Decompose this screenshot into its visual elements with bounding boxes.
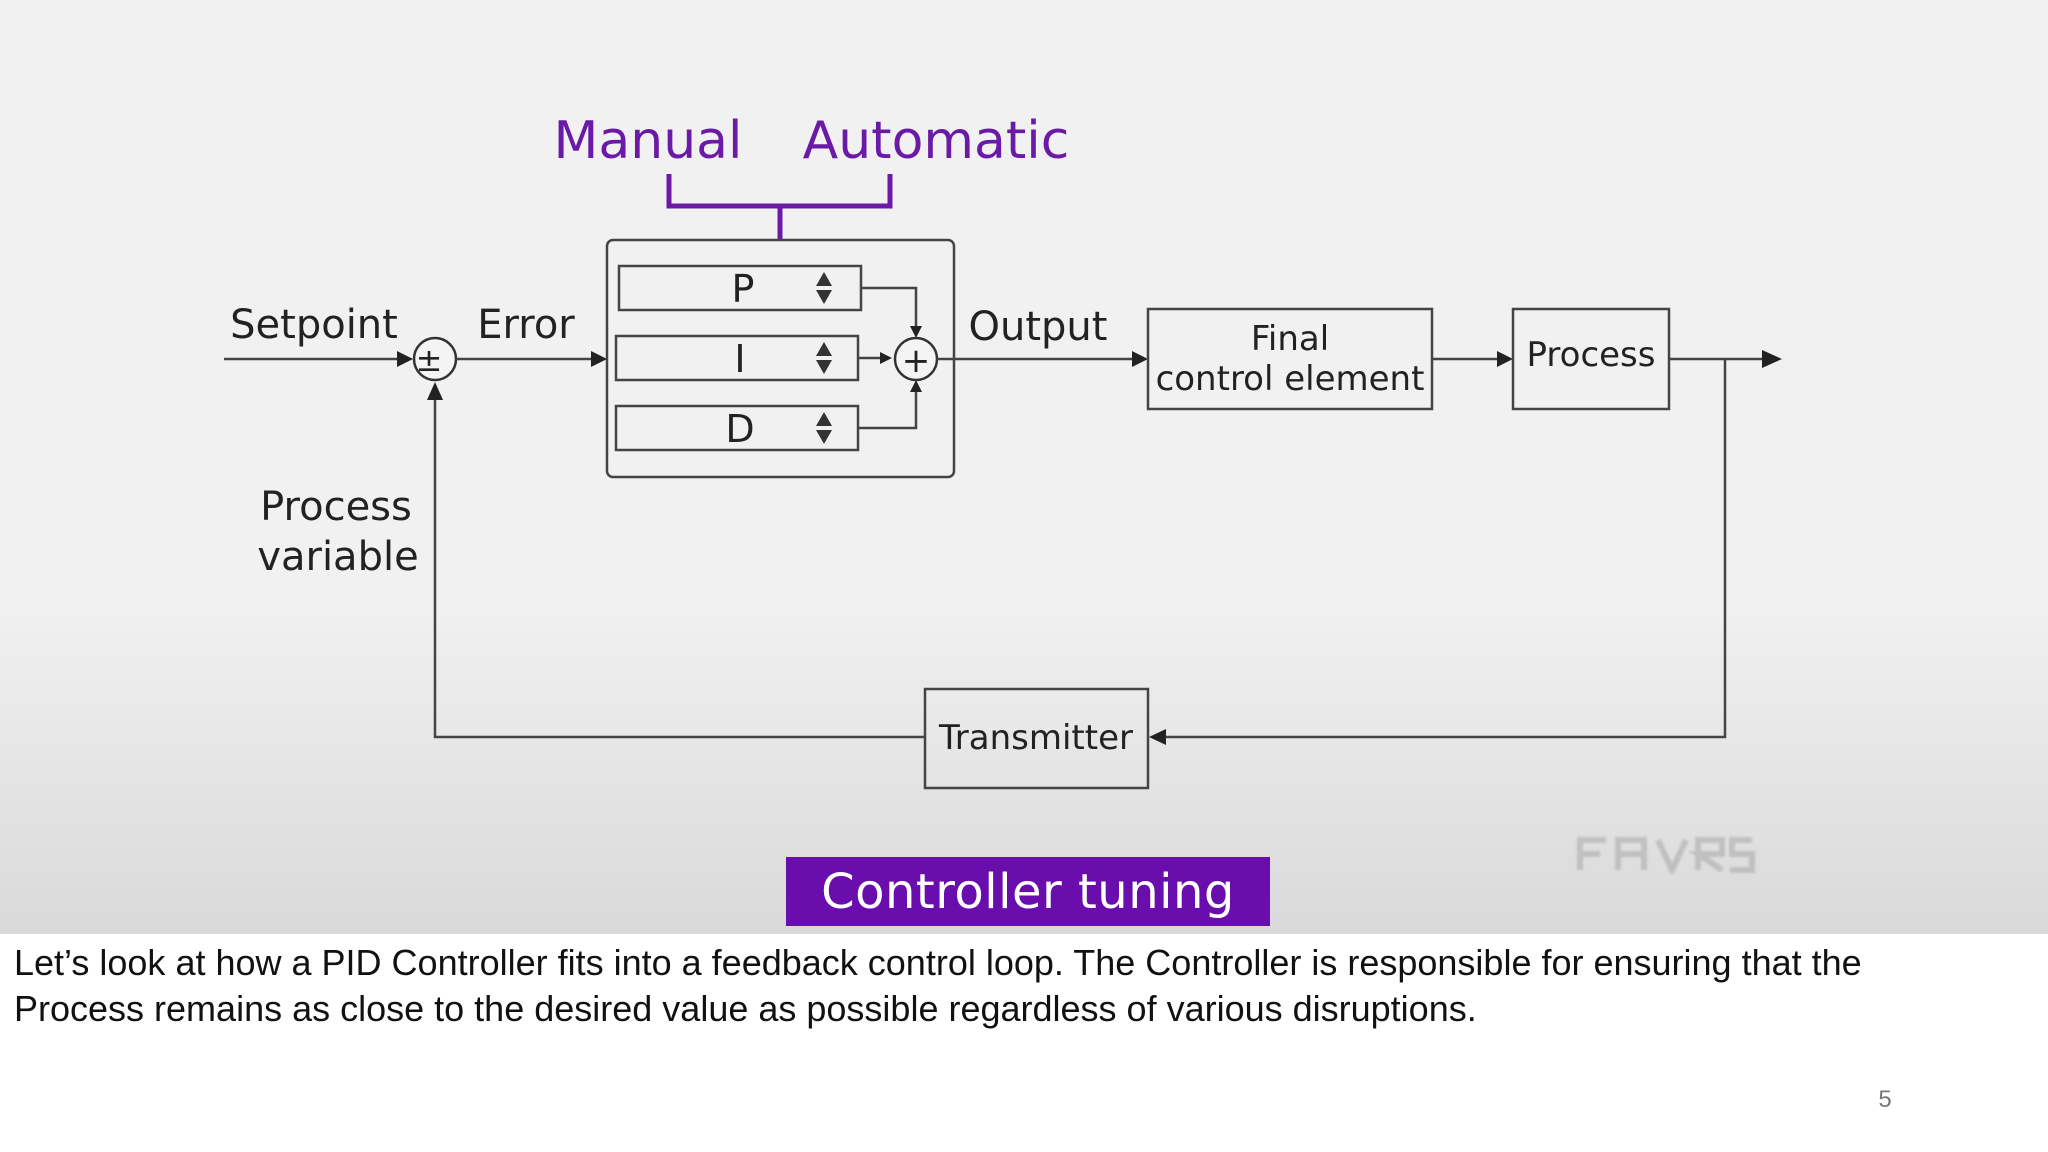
caption-line-2: Process remains as close to the desired … — [14, 988, 1477, 1029]
p-term-stepper-icon[interactable] — [816, 272, 832, 304]
manual-label: Manual — [554, 111, 743, 171]
d-term-stepper-icon[interactable] — [816, 412, 832, 444]
p-term-label: P — [732, 267, 755, 311]
slide-caption: Let’s look at how a PID Controller fits … — [14, 940, 2034, 1032]
process-variable-arrow-icon — [427, 382, 443, 400]
mode-bracket — [666, 174, 893, 209]
slide-number: 5 — [1878, 1086, 1892, 1113]
i-term-label: I — [734, 337, 745, 381]
fce-to-process-arrow-icon — [1497, 351, 1513, 367]
watermark-logo — [1577, 837, 1755, 874]
setpoint-arrow-icon — [397, 351, 413, 367]
setpoint-label: Setpoint — [230, 302, 398, 348]
final-control-element-line1: Final — [1251, 319, 1329, 359]
caption-line-1: Let’s look at how a PID Controller fits … — [14, 942, 1862, 983]
pid-block-diagram: Manual Automatic P I D + Setpoint ± Erro… — [224, 111, 1782, 790]
process-variable-label-line2: variable — [257, 534, 418, 580]
feedback-arrow-icon — [1149, 729, 1166, 745]
transmitter-box — [923, 687, 1150, 790]
automatic-label: Automatic — [803, 111, 1070, 171]
d-term-label: D — [725, 407, 754, 451]
video-frame: Manual Automatic P I D + Setpoint ± Erro… — [0, 0, 2048, 934]
output-arrow-icon — [1132, 351, 1148, 367]
d-to-sum-arrow-icon — [910, 380, 922, 392]
feedback-wire-right — [1164, 359, 1727, 739]
output-label: Output — [969, 304, 1108, 350]
controller-tuning-banner: Controller tuning — [786, 857, 1270, 926]
d-to-sum-wire — [858, 390, 918, 430]
process-block-label: Process — [1527, 335, 1656, 375]
p-to-sum-wire — [861, 286, 918, 328]
i-to-sum-arrow-icon — [880, 352, 892, 364]
i-term-stepper-icon[interactable] — [816, 342, 832, 374]
pid-sum-plus-sign: + — [902, 341, 931, 381]
process-output-arrow-icon — [1762, 350, 1782, 368]
feedback-wire-left — [433, 398, 925, 739]
error-arrow-icon — [591, 351, 607, 367]
final-control-element-line2: control element — [1156, 359, 1425, 399]
process-variable-label-line1: Process — [260, 484, 412, 530]
transmitter-label: Transmitter — [938, 718, 1133, 758]
error-label: Error — [477, 302, 575, 348]
error-sum-sign: ± — [416, 341, 443, 379]
p-to-sum-arrow-icon — [910, 326, 922, 338]
